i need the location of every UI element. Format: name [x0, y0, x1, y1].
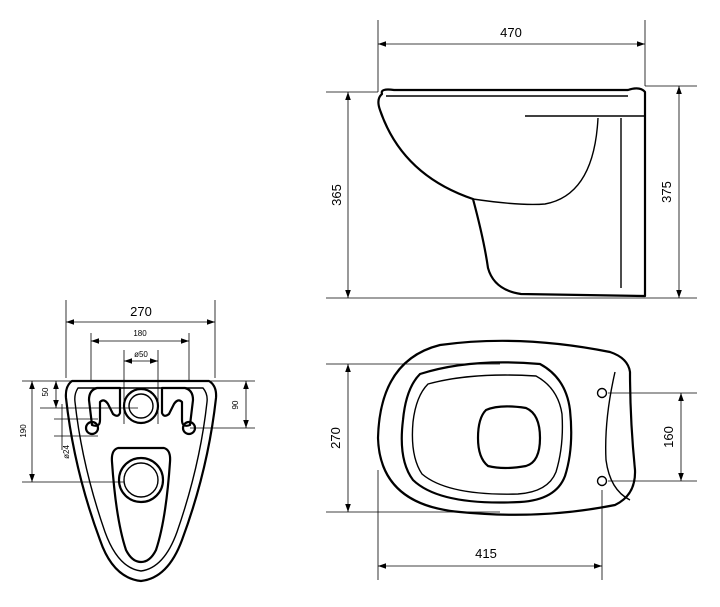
back-width-label: 270	[130, 304, 152, 319]
left-mounting-slot	[87, 386, 122, 427]
outlet-channel	[110, 446, 172, 564]
inlet-pipe-inner	[128, 393, 154, 419]
back-view: 270 180 ø50 190 50 90 ø24	[19, 300, 255, 583]
back-depth-label: 190	[19, 424, 28, 438]
pipe-diameter-label: ø50	[134, 350, 148, 359]
back-inner-width-label: 180	[133, 329, 147, 338]
bowl-water-opening	[476, 405, 542, 470]
side-height-left-label: 365	[329, 184, 344, 206]
left-bolt-hole	[84, 420, 100, 436]
outlet-pipe-outer	[117, 456, 165, 504]
right-mounting-slot	[160, 386, 195, 427]
bowl-side-profile	[377, 87, 647, 298]
bowl-back-edge	[605, 371, 631, 501]
right-bolt-hole	[181, 420, 197, 436]
back-body-outline	[64, 379, 218, 583]
back-body-inner-outline	[74, 387, 208, 572]
offset-label: 50	[41, 387, 50, 396]
side-height-right-label: 375	[659, 181, 674, 203]
bolt-hole-top	[596, 387, 608, 399]
bowl-inner-curve	[472, 117, 599, 206]
side-view: 470 365 375	[326, 20, 697, 299]
top-width-label: 270	[328, 427, 343, 449]
bowl-top-rim	[400, 361, 573, 504]
side-width-label: 470	[500, 25, 522, 40]
top-view: 270 415 160	[326, 339, 697, 580]
top-length-label: 415	[475, 546, 497, 561]
bowl-top-outline	[376, 339, 637, 516]
bolt-height-label: 90	[231, 400, 240, 409]
bolt-spacing-label: 160	[661, 426, 676, 448]
outlet-pipe-inner	[123, 462, 159, 498]
bolt-hole-bottom	[596, 475, 608, 487]
bowl-top-inner-rim	[411, 374, 564, 495]
hole-diameter-label: ø24	[62, 445, 71, 459]
